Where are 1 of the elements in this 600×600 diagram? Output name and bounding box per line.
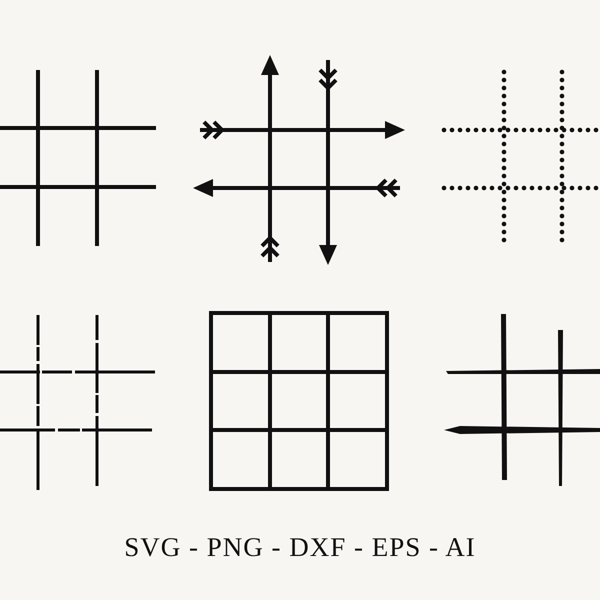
file-formats-text: SVG - PNG - DXF - EPS - AI [124,532,476,563]
